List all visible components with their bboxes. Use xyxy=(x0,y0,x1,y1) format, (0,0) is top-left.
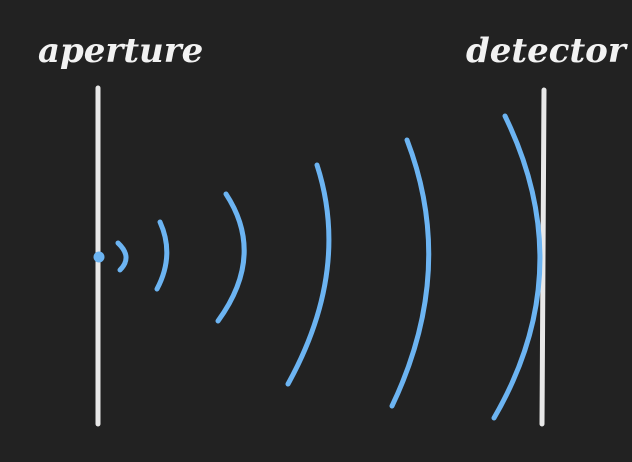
wavefront-5 xyxy=(389,137,432,409)
wavefront-1 xyxy=(115,240,129,273)
wavefront-4 xyxy=(285,162,332,387)
source-point xyxy=(93,251,105,263)
wavefront-6 xyxy=(491,113,543,421)
detector-label: detector xyxy=(466,31,628,71)
wavefront-2 xyxy=(154,219,170,292)
detector-line xyxy=(539,87,547,427)
aperture-label: aperture xyxy=(38,31,203,71)
wavefront-3 xyxy=(215,191,247,324)
